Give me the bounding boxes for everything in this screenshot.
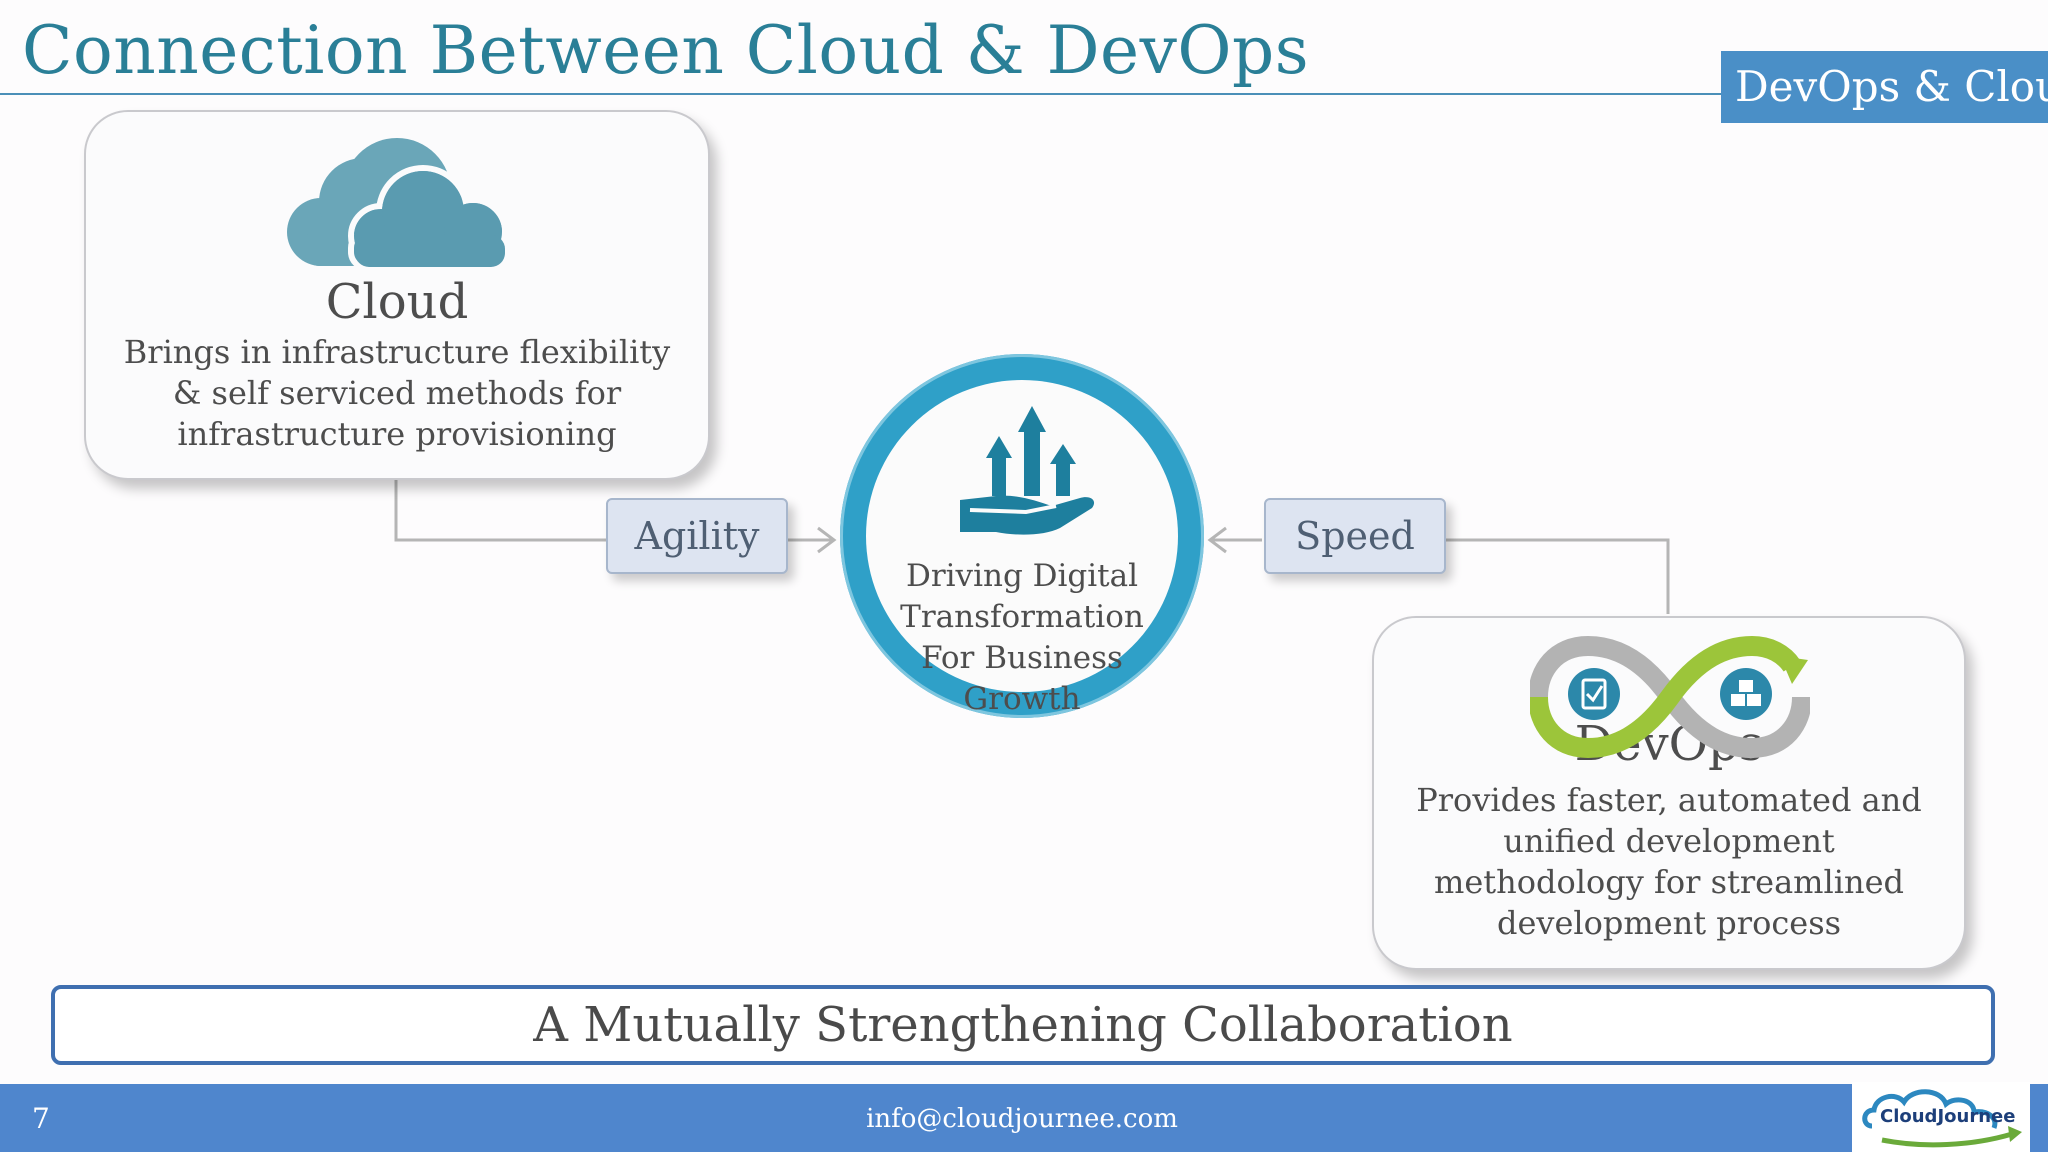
digital-transformation-hub: Driving Digital Transformation For Busin… [840,354,1204,718]
speed-label: Speed [1264,498,1446,574]
title-underline [0,93,1722,95]
cloud-heading: Cloud [325,274,469,330]
agility-arrowhead [817,526,837,554]
logo-cloud-icon [1862,1089,2022,1148]
devops-card: DevOps Provides faster, automated and un… [1372,616,1966,970]
logo-text: CloudJournee [1880,1106,2016,1127]
hub-inner-circle: Driving Digital Transformation For Busin… [866,380,1178,717]
devops-infinity-icon [1530,636,1810,758]
footer-bar: 7 info@cloudjournee.com CloudJournee [0,1082,2048,1152]
devops-to-speed-line [1444,538,1670,614]
cloud-icon [287,138,510,270]
section-tag: DevOps & Cloud [1721,51,2048,123]
cloud-to-agility-line [394,478,606,542]
cloud-description: Brings in infrastructure flexibility & s… [123,333,671,453]
cloud-card: Cloud Brings in infrastructure flexibili… [84,110,710,480]
page-number: 7 [32,1102,50,1135]
slide-title: Connection Between Cloud & DevOps [22,12,1310,89]
collaboration-banner: A Mutually Strengthening Collaboration [51,985,1995,1065]
hand-growth-arrows-icon [960,406,1095,535]
devops-description: Provides faster, automated and unified d… [1416,781,1922,942]
speed-arrowhead [1207,526,1227,554]
agility-label: Agility [606,498,788,574]
hub-text: Driving Digital Transformation For Busin… [900,558,1144,717]
footer-email: info@cloudjournee.com [866,1104,1178,1134]
company-logo: CloudJournee [1852,1082,2030,1152]
